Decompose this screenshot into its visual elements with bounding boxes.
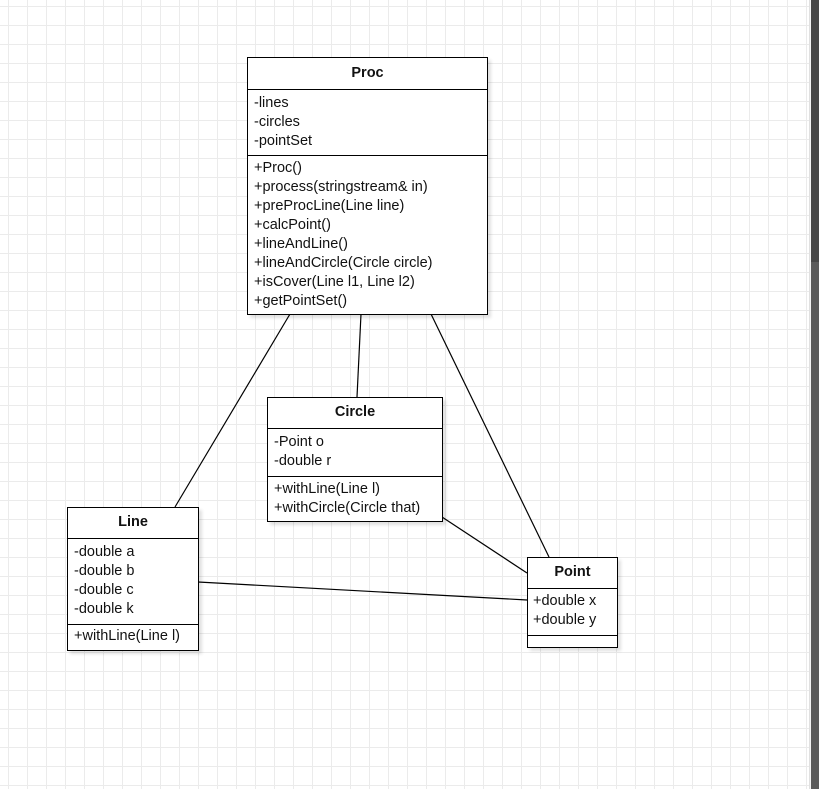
vertical-scrollbar[interactable]: [809, 0, 819, 789]
method: +calcPoint(): [254, 217, 331, 233]
attribute: -Point o: [274, 434, 324, 450]
attribute: +double y: [533, 612, 597, 628]
class-proc-name: Proc: [248, 58, 487, 90]
assoc-proc-circle[interactable]: [356, 313, 362, 398]
attribute: +double x: [533, 593, 597, 609]
assoc-proc-point[interactable]: [430, 313, 550, 558]
class-proc-attributes: -lines -circles -pointSet: [248, 90, 487, 156]
class-point-methods: [528, 636, 617, 647]
class-point-attributes: +double x +double y: [528, 589, 617, 636]
attribute: -double r: [274, 453, 332, 469]
assoc-line-point[interactable]: [197, 581, 528, 601]
class-circle-attributes: -Point o -double r: [268, 429, 442, 477]
method: +withLine(Line l): [74, 628, 180, 644]
method: +lineAndCircle(Circle circle): [254, 255, 433, 271]
class-line-attributes: -double a -double b -double c -double k: [68, 539, 198, 625]
attribute: -pointSet: [254, 133, 313, 149]
method: +withCircle(Circle that): [274, 500, 421, 516]
class-line-name: Line: [68, 508, 198, 539]
attribute: -circles: [254, 114, 300, 130]
class-point[interactable]: Point +double x +double y: [527, 557, 618, 648]
scrollbar-thumb[interactable]: [811, 0, 819, 262]
class-point-name: Point: [528, 558, 617, 589]
class-circle[interactable]: Circle -Point o -double r +withLine(Line…: [267, 397, 443, 522]
attribute: -double a: [74, 544, 135, 560]
scrollbar-track[interactable]: [811, 262, 819, 789]
attribute: -double b: [74, 563, 135, 579]
method: +withLine(Line l): [274, 481, 380, 497]
method: +Proc(): [254, 160, 302, 176]
assoc-proc-line[interactable]: [174, 313, 291, 508]
class-circle-name: Circle: [268, 398, 442, 429]
attribute: -double c: [74, 582, 134, 598]
attribute: -lines: [254, 95, 289, 111]
attribute: -double k: [74, 601, 134, 617]
method: +isCover(Line l1, Line l2): [254, 274, 415, 290]
class-proc[interactable]: Proc -lines -circles -pointSet +Proc() +…: [247, 57, 488, 315]
method: +lineAndLine(): [254, 236, 348, 252]
class-proc-methods: +Proc() +process(stringstream& in) +preP…: [248, 156, 487, 311]
class-line[interactable]: Line -double a -double b -double c -doub…: [67, 507, 199, 651]
class-circle-methods: +withLine(Line l) +withCircle(Circle tha…: [268, 477, 442, 518]
method: +process(stringstream& in): [254, 179, 428, 195]
class-line-methods: +withLine(Line l): [68, 625, 198, 646]
method: +getPointSet(): [254, 293, 348, 309]
method: +preProcLine(Line line): [254, 198, 405, 214]
assoc-circle-point[interactable]: [441, 516, 528, 574]
